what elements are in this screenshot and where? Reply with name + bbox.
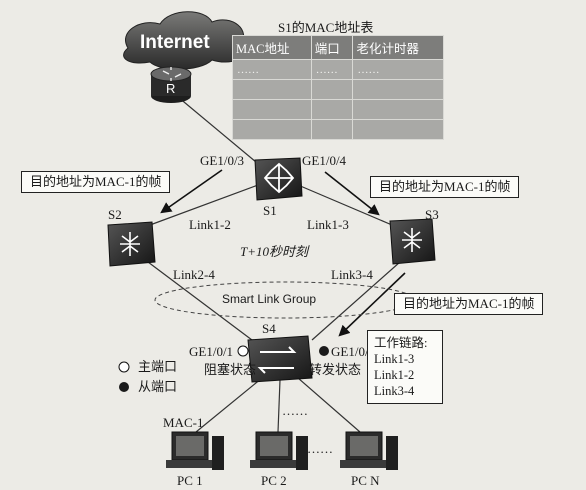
s4-port-left-label: GE1/0/1 [189, 344, 234, 359]
network-links [147, 96, 401, 433]
mac-table: MAC地址 端口 老化计时器 …… …… …… [232, 35, 444, 140]
link3-4-label: Link3-4 [331, 267, 373, 282]
frame-callout-left: 目的地址为MAC-1的帧 [21, 171, 171, 194]
link-s4-pcn [297, 377, 361, 433]
link1-2-line [149, 184, 259, 226]
table-cell [310, 119, 354, 140]
s4-master-port-icon [237, 345, 249, 357]
s2-label: S2 [108, 207, 122, 222]
table-row [232, 99, 444, 120]
mac1-label: MAC-1 [163, 415, 204, 430]
link1-3-line [297, 184, 393, 226]
legend-master-label: 主端口 [138, 359, 178, 374]
router-icon [150, 66, 192, 103]
router-label: R [166, 81, 176, 96]
legend-slave-icon [119, 382, 129, 392]
link-router-s1 [177, 96, 269, 173]
s1-port-right-label: GE1/0/4 [302, 153, 347, 168]
table-cell [352, 119, 444, 140]
frame-callout-right-bottom: 目的地址为MAC-1的帧 [394, 293, 544, 316]
work-links-title: 工作链路: [374, 336, 428, 350]
pc-ellipsis-top: …… [282, 403, 308, 418]
link-s4-pc1 [195, 377, 263, 433]
work-links-box: 工作链路: Link1-3 Link1-2 Link3-4 [367, 330, 443, 404]
pcn-icon [340, 431, 398, 470]
link2-4-label: Link2-4 [173, 267, 215, 282]
legend-slave-label: 从端口 [138, 379, 178, 394]
s1-switch-icon [254, 157, 303, 201]
table-cell: …… [310, 59, 354, 80]
pc1-label: PC 1 [177, 473, 203, 488]
table-cell [310, 79, 354, 100]
smart-link-group-label: Smart Link Group [222, 292, 317, 306]
mac-table-header-row: MAC地址 端口 老化计时器 [232, 35, 444, 60]
link1-3-label: Link1-3 [307, 217, 349, 232]
s1-label: S1 [263, 203, 277, 218]
link2-4-line [147, 261, 253, 341]
s4-slave-port-icon [319, 346, 329, 356]
s3-label: S3 [425, 207, 439, 222]
pc1-icon [166, 431, 224, 470]
arrow-left [160, 169, 223, 214]
table-cell: …… [352, 59, 444, 80]
mac-table-header: MAC地址 [232, 35, 312, 60]
link1-2-label: Link1-2 [189, 217, 231, 232]
table-row: …… …… …… [232, 59, 444, 80]
s3-switch-icon [389, 218, 436, 265]
mac-table-title: S1的MAC地址表 [278, 20, 374, 35]
pc2-label: PC 2 [261, 473, 287, 488]
table-cell [232, 99, 312, 120]
pc2-icon [250, 431, 308, 470]
pcn-label: PC N [351, 473, 380, 488]
work-link-item: Link1-3 [374, 352, 415, 366]
s1-port-left-label: GE1/0/3 [200, 153, 245, 168]
blocked-state-label: 阻塞状态 [204, 362, 257, 377]
table-cell [310, 99, 354, 120]
table-cell [232, 119, 312, 140]
mac-table-header: 端口 [310, 35, 354, 60]
s4-label: S4 [262, 321, 276, 336]
frame-arrows [160, 169, 406, 337]
arrow-right-top [324, 171, 380, 216]
link-s4-pc2 [277, 379, 281, 433]
s4-port-right-label: GE1/0/2 [331, 344, 376, 359]
table-cell [352, 99, 444, 120]
pc-ellipsis-bottom: …… [307, 441, 333, 456]
table-cell: …… [232, 59, 312, 80]
forwarding-state-label: 转发状态 [309, 362, 362, 377]
work-link-item: Link3-4 [374, 384, 415, 398]
frame-callout-right-top: 目的地址为MAC-1的帧 [370, 176, 520, 199]
s2-switch-icon [107, 221, 156, 267]
s4-switch-icon [247, 335, 313, 383]
arrow-right-bottom [338, 272, 406, 337]
table-cell [352, 79, 444, 100]
internet-label: Internet [140, 32, 210, 53]
time-label: T+10秒时刻 [240, 244, 309, 259]
legend-master-icon [118, 361, 130, 373]
mac-table-header: 老化计时器 [352, 35, 444, 60]
link3-4-line [311, 261, 401, 341]
work-link-item: Link1-2 [374, 368, 415, 382]
table-cell [232, 79, 312, 100]
table-row [232, 79, 444, 100]
table-row [232, 119, 444, 140]
